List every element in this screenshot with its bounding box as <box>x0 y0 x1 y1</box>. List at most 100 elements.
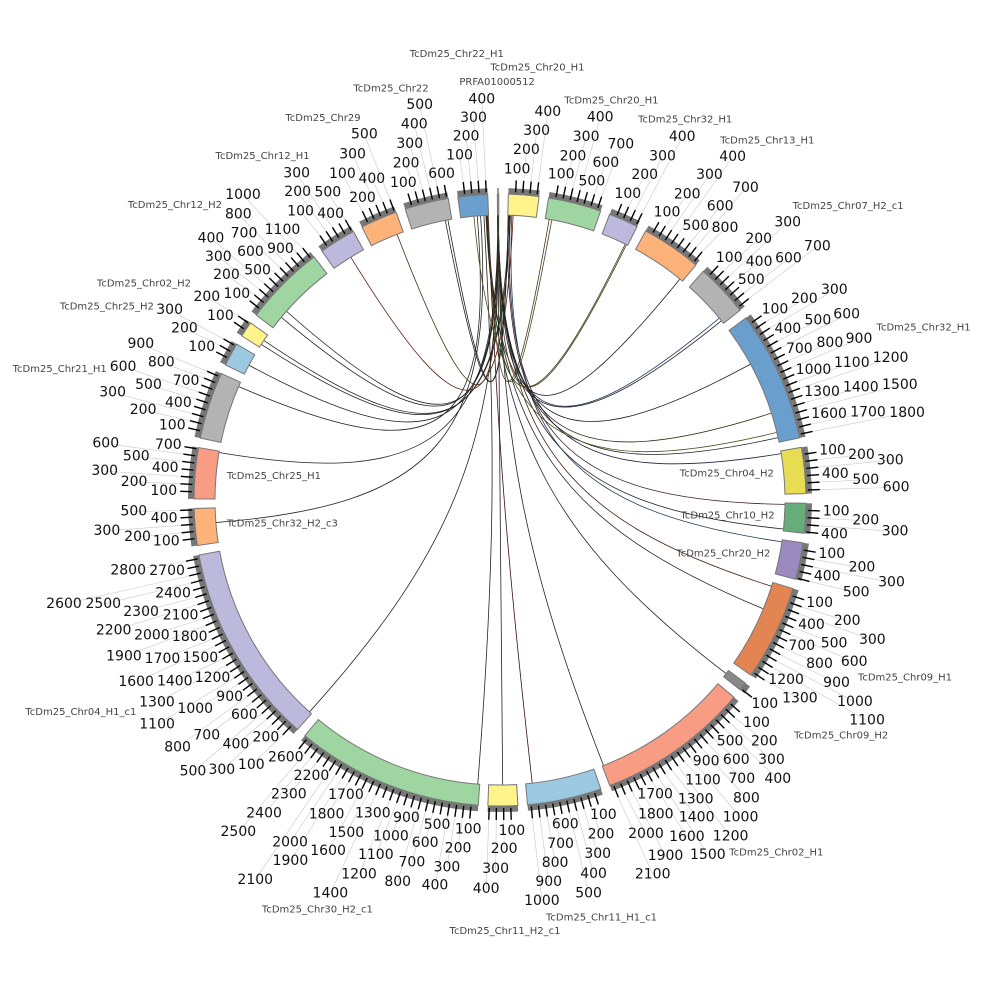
segment-TcDm25_Chr20_H1 <box>507 180 540 218</box>
tick-label: 1800 <box>172 629 208 645</box>
label-leader-line <box>801 606 848 622</box>
segment-TcDm25_Chr04_H2 <box>780 446 820 495</box>
label-leader-line <box>184 328 220 346</box>
tick-label: 500 <box>351 127 378 143</box>
segment-block <box>774 539 804 580</box>
label-leader-line <box>583 808 599 855</box>
link-ribbon <box>507 215 785 505</box>
tick-mark <box>180 483 193 486</box>
tick-label: 600 <box>775 251 802 267</box>
tick-mark <box>670 233 679 245</box>
tick-label: 400 <box>764 771 791 787</box>
tick-label: 2600 <box>46 596 82 612</box>
segment-axis-band <box>750 588 799 679</box>
label-leader-line <box>128 560 186 571</box>
tick-label: 200 <box>393 155 420 171</box>
label-leader-line <box>106 525 182 532</box>
tick-label: 100 <box>819 443 846 459</box>
segment-axis-band <box>609 697 739 792</box>
tick-mark <box>196 398 208 404</box>
tick-mark <box>645 770 653 782</box>
tick-mark <box>189 420 202 425</box>
link-ribbon <box>473 216 777 452</box>
segment-name-label: TcDm25_Chr29 <box>284 113 360 124</box>
tick-mark <box>258 288 269 298</box>
tick-mark <box>699 733 709 744</box>
segment-name-label: TcDm25_Chr22_H1 <box>409 49 504 60</box>
tick-label: 700 <box>804 238 831 254</box>
tick-label: 400 <box>151 510 178 526</box>
tick-mark <box>325 230 334 242</box>
tick-label: 200 <box>852 513 879 529</box>
tick-label: 100 <box>504 161 531 177</box>
tick-mark <box>322 756 331 767</box>
label-leader-line <box>723 238 759 272</box>
tick-mark <box>800 430 813 435</box>
tick-mark <box>348 771 355 783</box>
label-leader-line <box>689 757 741 818</box>
segment-block <box>634 230 697 282</box>
label-leader-line <box>809 581 857 593</box>
tick-mark <box>797 416 810 421</box>
tick-label: 200 <box>453 129 480 145</box>
label-leader-line <box>772 667 868 721</box>
label-leader-line <box>818 460 891 468</box>
tick-mark <box>284 262 295 272</box>
label-leader-line <box>728 222 788 277</box>
label-leader-line <box>326 781 349 815</box>
tick-label: 600 <box>833 307 860 323</box>
tick-mark <box>462 182 466 195</box>
tick-label: 100 <box>150 483 177 499</box>
tick-mark <box>529 181 532 194</box>
label-leader-line <box>251 734 283 766</box>
tick-mark <box>375 783 382 796</box>
link-ribbon <box>497 215 720 407</box>
segment-block <box>224 343 256 375</box>
label-leader-line <box>538 111 549 183</box>
tick-mark <box>233 670 245 679</box>
tick-mark <box>537 805 541 818</box>
tick-mark <box>633 777 640 789</box>
tick-label: 1800 <box>309 807 345 823</box>
tick-label: 100 <box>762 301 789 317</box>
tick-mark <box>754 672 765 681</box>
tick-label: 500 <box>852 472 879 488</box>
label-leader-line <box>143 409 191 421</box>
label-leader-line <box>446 816 456 868</box>
tick-mark <box>202 613 215 620</box>
tick-mark <box>296 252 306 263</box>
tick-label: 1600 <box>811 406 847 422</box>
tick-mark <box>319 235 328 246</box>
tick-label: 800 <box>733 791 760 807</box>
tick-mark <box>198 391 211 397</box>
tick-label: 1300 <box>678 792 714 808</box>
tick-mark <box>801 563 814 568</box>
tick-mark <box>354 774 362 786</box>
label-leader-line <box>793 627 835 644</box>
segment-name-label: TcDm25_Chr21_H1 <box>12 364 107 375</box>
label-leader-line <box>601 144 622 197</box>
segment-TcDm25_Chr25_H2 <box>215 338 256 375</box>
label-leader-line <box>137 532 182 538</box>
tick-mark <box>751 315 762 324</box>
label-leader-line <box>818 525 896 532</box>
label-leader-line <box>136 645 216 683</box>
tick-mark <box>219 344 231 352</box>
tick-label: 1000 <box>723 810 759 826</box>
label-leader-line <box>254 770 330 880</box>
tick-mark <box>331 226 340 238</box>
segment-block <box>404 197 453 230</box>
tick-mark <box>249 300 260 309</box>
tick-mark <box>477 180 480 193</box>
tick-label: 600 <box>841 654 868 670</box>
tick-label: 100 <box>207 308 234 324</box>
tick-label: 1900 <box>648 848 684 864</box>
label-leader-line <box>112 392 192 414</box>
tick-mark <box>797 577 810 583</box>
tick-label: 1400 <box>157 673 193 689</box>
tick-mark <box>709 265 719 276</box>
segment-block <box>199 372 242 443</box>
tick-label: 100 <box>614 186 641 202</box>
label-leader-line <box>569 812 589 894</box>
tick-mark <box>338 223 346 235</box>
